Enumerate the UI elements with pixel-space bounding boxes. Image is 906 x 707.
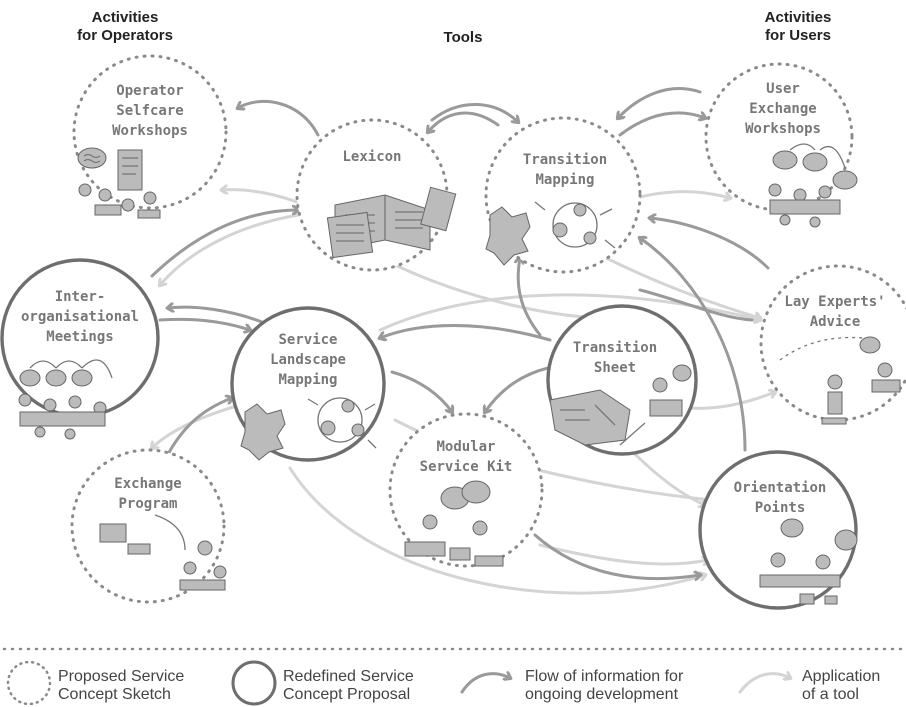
- node-circles: [0, 54, 906, 610]
- sketch-lexicon-books: [326, 186, 457, 259]
- sketch-inter-org: [18, 359, 113, 440]
- label-service-landscape: Service Landscape Mapping: [270, 332, 346, 388]
- arrow-exchange-to-landscape: [163, 398, 232, 462]
- label-operator-selfcare: Operator Selfcare Workshops: [112, 83, 188, 139]
- arrow-tm-to-lexicon: [428, 111, 500, 132]
- legend-tool-arrow-icon: [738, 674, 790, 694]
- arrow-lexicon-to-operator: [238, 100, 320, 137]
- label-user-exchange: User Exchange Workshops: [745, 81, 821, 137]
- arrow-orientation-to-tm: [640, 238, 747, 452]
- arrow-landscape-bottom-to-orientation: [288, 466, 705, 595]
- arrow-landscape-to-interorg: [168, 307, 264, 324]
- arrow-tm-to-user-exchange-top: [618, 113, 705, 137]
- sketch-operator-selfcare: [77, 147, 161, 219]
- legend-dotted-circle-icon: [6, 660, 52, 706]
- arrow-sheet-to-landscape: [380, 324, 552, 341]
- legend-proposed-label: Proposed Service Concept Sketch: [58, 668, 185, 703]
- arrow-sheet-to-lay-experts: [688, 392, 775, 410]
- arrow-lay-to-tm: [650, 218, 770, 270]
- header-tools: Tools: [443, 29, 483, 46]
- arrow-modular-to-orientation: [538, 543, 708, 564]
- label-transition-sheet: Transition Sheet: [572, 340, 658, 376]
- legend-solid-circle-icon: [231, 660, 277, 706]
- sketch-modular-kit: [404, 480, 504, 567]
- legend-flow-arrow-icon: [460, 674, 510, 694]
- arrow-interorg-to-lexicon: [150, 210, 298, 278]
- circle-exchange-program: [70, 448, 226, 604]
- sketch-orientation-points: [759, 518, 858, 605]
- legend-application-label: Application of a tool: [802, 668, 881, 703]
- sketch-lay-experts: [779, 336, 901, 425]
- label-transition-mapping: Transition Mapping: [522, 152, 608, 188]
- arrow-lexicon-to-tm: [430, 103, 518, 122]
- label-lexicon: Lexicon: [342, 149, 402, 165]
- arrow-modular-to-orientation-dark: [533, 533, 700, 579]
- sketch-exchange-program: [99, 514, 227, 591]
- label-inter-org: Inter- organisational Meetings: [20, 289, 139, 345]
- header-activities-users: Activities for Users: [764, 9, 832, 44]
- arrow-user-exchange-to-tm: [618, 87, 702, 118]
- arrow-tm-to-lay-experts: [598, 253, 760, 318]
- label-modular-kit: Modular Service Kit: [419, 439, 513, 475]
- header-activities-operators: Activities for Operators: [77, 9, 173, 44]
- circle-orientation-points: [698, 450, 858, 610]
- arrow-lexicon-to-interorg: [160, 213, 300, 285]
- label-orientation-points: Orientation Points: [733, 480, 827, 516]
- arrow-landscape-to-modular: [390, 370, 452, 412]
- legend-redefined-label: Redefined Service Concept Proposal: [283, 668, 414, 703]
- sketch-user-exchange: [768, 143, 858, 228]
- arrow-interorg-to-landscape: [158, 317, 250, 330]
- arrow-sheet-to-modular: [485, 366, 550, 412]
- label-exchange-program: Exchange Program: [114, 476, 182, 512]
- information-flow-arrows: [150, 87, 770, 579]
- label-lay-experts: Lay Experts' Advice: [784, 294, 886, 330]
- arrow-lexicon-to-selfcare: [222, 190, 307, 207]
- sketch-transition-sheet: [549, 364, 692, 446]
- sketch-service-landscape: [240, 397, 377, 461]
- circle-operator-selfcare: [72, 54, 228, 210]
- arrow-lexicon-to-sheet: [393, 263, 622, 320]
- sketch-transition-mapping: [485, 201, 616, 266]
- legend-flow-label: Flow of information for ongoing developm…: [525, 668, 684, 703]
- arrow-tm-to-lay-experts-dark: [638, 288, 754, 322]
- arrow-sheet-to-tm: [518, 258, 542, 337]
- arrow-landscape-to-exchange: [152, 403, 242, 448]
